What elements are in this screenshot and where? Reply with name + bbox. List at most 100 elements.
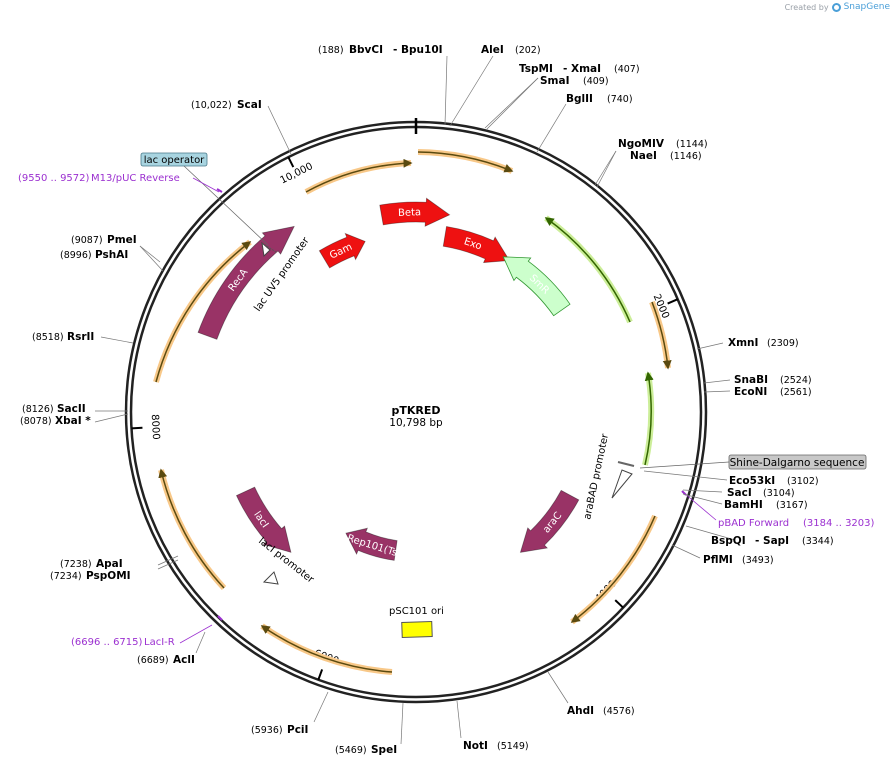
svg-text:(9550 .. 9572): (9550 .. 9572) <box>18 173 90 184</box>
site-pos-ahdi: (4576) <box>603 706 635 717</box>
site-snabi[interactable]: SnaBI <box>734 374 768 386</box>
site-spei[interactable]: SpeI <box>371 744 397 756</box>
site-sapi[interactable]: - SapI <box>755 535 789 547</box>
svg-text:Shine-Dalgarno sequence: Shine-Dalgarno sequence <box>730 457 865 469</box>
orf-arc-7-line <box>158 468 225 589</box>
site-pos-apai: (7238) <box>60 559 92 570</box>
tick-6000 <box>317 669 324 681</box>
site-leader-lines <box>94 55 736 745</box>
feature-laci[interactable] <box>235 486 292 553</box>
orf-arc-5 <box>570 514 658 625</box>
site-pos-bamhi: (3167) <box>776 500 808 511</box>
site-pos-smai: (409) <box>583 76 609 87</box>
site-pos-alei: (202) <box>515 45 541 56</box>
ori-label: pSC101 ori <box>389 606 444 617</box>
restriction-sites: (188) BbvCI - Bpu10I AleI (202) TspMI - … <box>20 44 834 756</box>
orf-arc-6 <box>260 623 393 675</box>
site-smai[interactable]: SmaI <box>540 75 570 87</box>
orf-arc-2 <box>304 160 412 195</box>
credit-brand: SnapGene <box>843 2 890 12</box>
site-bpu10i[interactable]: - Bpu10I <box>393 44 443 56</box>
site-pos-pcii: (5936) <box>251 725 283 736</box>
site-pos-pflmi: (3493) <box>742 555 774 566</box>
site-bbvci[interactable]: BbvCI <box>349 44 383 56</box>
plasmid-name: pTKRED <box>391 404 440 417</box>
site-pspomi[interactable]: PspOMI <box>86 570 131 582</box>
tick-2000 <box>667 298 679 305</box>
green-arc-1-line <box>544 217 631 323</box>
site-ngomiv[interactable]: NgoMIV <box>618 138 665 150</box>
primer-laci-r[interactable]: (6696 .. 6715) LacI-R <box>71 615 223 648</box>
site-pos-scai: (10,022) <box>191 100 232 111</box>
orf-arc-3-line <box>155 241 252 383</box>
site-pos-bspqi: (3344) <box>802 536 834 547</box>
site-pos-xbai: (8078) <box>20 416 52 427</box>
site-tspmi[interactable]: TspMI <box>519 63 553 75</box>
site-ahdi[interactable]: AhdI <box>567 705 594 717</box>
site-rsrii[interactable]: RsrII <box>67 331 94 343</box>
site-econi[interactable]: EcoNI <box>734 386 767 398</box>
lac-operator-label[interactable]: lac operator <box>140 152 269 246</box>
feature-rep101-ts-[interactable] <box>345 527 398 561</box>
credit-prefix: Created by <box>784 2 829 12</box>
site-pos-bbvci: (188) <box>318 45 344 56</box>
feature-reca[interactable] <box>197 225 295 340</box>
snapgene-credit: Created by SnapGene <box>785 2 890 12</box>
shine-dalgarno-label[interactable]: Shine-Dalgarno sequence <box>639 454 867 470</box>
tick-10000 <box>287 156 295 168</box>
feature-label-beta: Beta <box>398 207 421 219</box>
site-pflmi[interactable]: PflMI <box>703 554 733 566</box>
tick-label-8000: 8000 <box>149 414 161 440</box>
site-naei[interactable]: NaeI <box>630 150 657 162</box>
site-pcii[interactable]: PciI <box>287 724 308 736</box>
site-xbai[interactable]: XbaI * <box>55 415 91 427</box>
site-pos-snabi: (2524) <box>780 375 812 386</box>
site-bamhi[interactable]: BamHI <box>724 499 763 511</box>
site-acli[interactable]: AclI <box>173 654 195 666</box>
orf-arc-7 <box>158 469 227 591</box>
site-pos-xmni: (2309) <box>767 338 799 349</box>
site-apai[interactable]: ApaI <box>96 558 123 570</box>
feature-smr[interactable] <box>502 256 571 317</box>
site-pos-bglii: (740) <box>607 94 633 105</box>
site-pos-econi: (2561) <box>780 387 812 398</box>
svg-text:(3184 .. 3203): (3184 .. 3203) <box>803 518 875 529</box>
site-alei[interactable]: AleI <box>481 44 504 56</box>
primer-m13-puc-reverse[interactable]: (9550 .. 9572) M13/pUC Reverse <box>18 173 223 193</box>
orf-arc-3 <box>153 239 252 383</box>
site-pmei[interactable]: PmeI <box>107 234 137 246</box>
site-pos-pspomi: (7234) <box>50 571 82 582</box>
site-pshai[interactable]: PshAI <box>95 249 128 261</box>
promoter-arabad: araBAD promoter <box>582 432 635 521</box>
site-bspqi[interactable]: BspQI <box>711 535 746 547</box>
feature-gam[interactable] <box>318 232 366 269</box>
orf-arc-1-line <box>417 151 514 173</box>
pSC101-ori-box <box>401 620 433 639</box>
feature-exo[interactable] <box>442 226 511 264</box>
orf-arc-5-line <box>570 515 656 623</box>
tick-4000 <box>614 599 624 609</box>
orf-arcs <box>153 149 672 675</box>
site-eco53ki[interactable]: Eco53kI <box>729 475 775 487</box>
site-xmni[interactable]: XmnI <box>728 337 758 349</box>
site-sacii[interactable]: SacII <box>57 403 86 415</box>
site-pos-saci: (3104) <box>763 488 795 499</box>
tick-label-10000: 10,000 <box>279 161 315 187</box>
site-bglii[interactable]: BglII <box>566 93 593 105</box>
feature-arac[interactable] <box>519 489 580 553</box>
site-pos-noti: (5149) <box>497 741 529 752</box>
site-pos-pmei: (9087) <box>71 235 103 246</box>
svg-text:(6696 .. 6715): (6696 .. 6715) <box>71 637 143 648</box>
feature-beta[interactable] <box>379 197 451 227</box>
site-noti[interactable]: NotI <box>463 740 488 752</box>
site-xmai[interactable]: - XmaI <box>563 63 601 75</box>
site-saci[interactable]: SacI <box>727 487 752 499</box>
site-pos-eco53ki: (3102) <box>787 476 819 487</box>
svg-text:pBAD Forward: pBAD Forward <box>718 518 789 529</box>
orf-arc-6-line <box>260 625 393 673</box>
promoter-label-arabad: araBAD promoter <box>582 432 611 521</box>
green-arc-2-line <box>644 371 654 466</box>
site-scai[interactable]: ScaI <box>237 99 262 111</box>
